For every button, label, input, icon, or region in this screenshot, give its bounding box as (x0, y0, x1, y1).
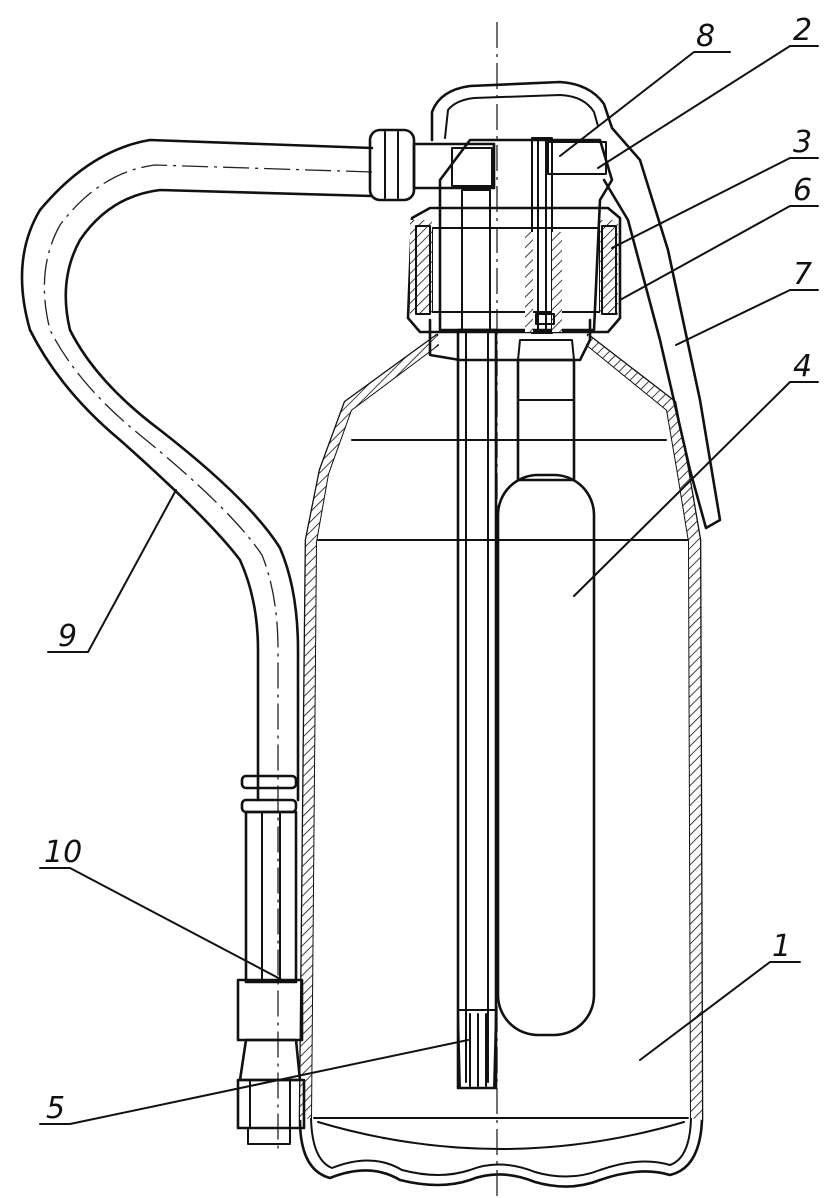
callout-labels: 1 2 3 4 5 6 7 8 9 10 (44, 13, 812, 1126)
callout-leaders (39, 45, 819, 1125)
callout-3: 3 (793, 125, 812, 160)
hose (20, 128, 496, 1150)
gas-cartridge (496, 339, 596, 1037)
cylinder-body (298, 333, 704, 1188)
callout-1: 1 (772, 929, 791, 964)
callout-9: 9 (58, 619, 77, 654)
lever-handle (430, 80, 722, 530)
callout-6: 6 (793, 173, 812, 208)
callout-8: 8 (696, 19, 715, 54)
callout-4: 4 (793, 349, 812, 384)
callout-10: 10 (44, 835, 82, 870)
siphon-tube (456, 328, 498, 1090)
callout-2: 2 (793, 13, 812, 48)
valve-head (406, 137, 622, 362)
callout-7: 7 (793, 257, 812, 292)
callout-5: 5 (46, 1091, 65, 1126)
